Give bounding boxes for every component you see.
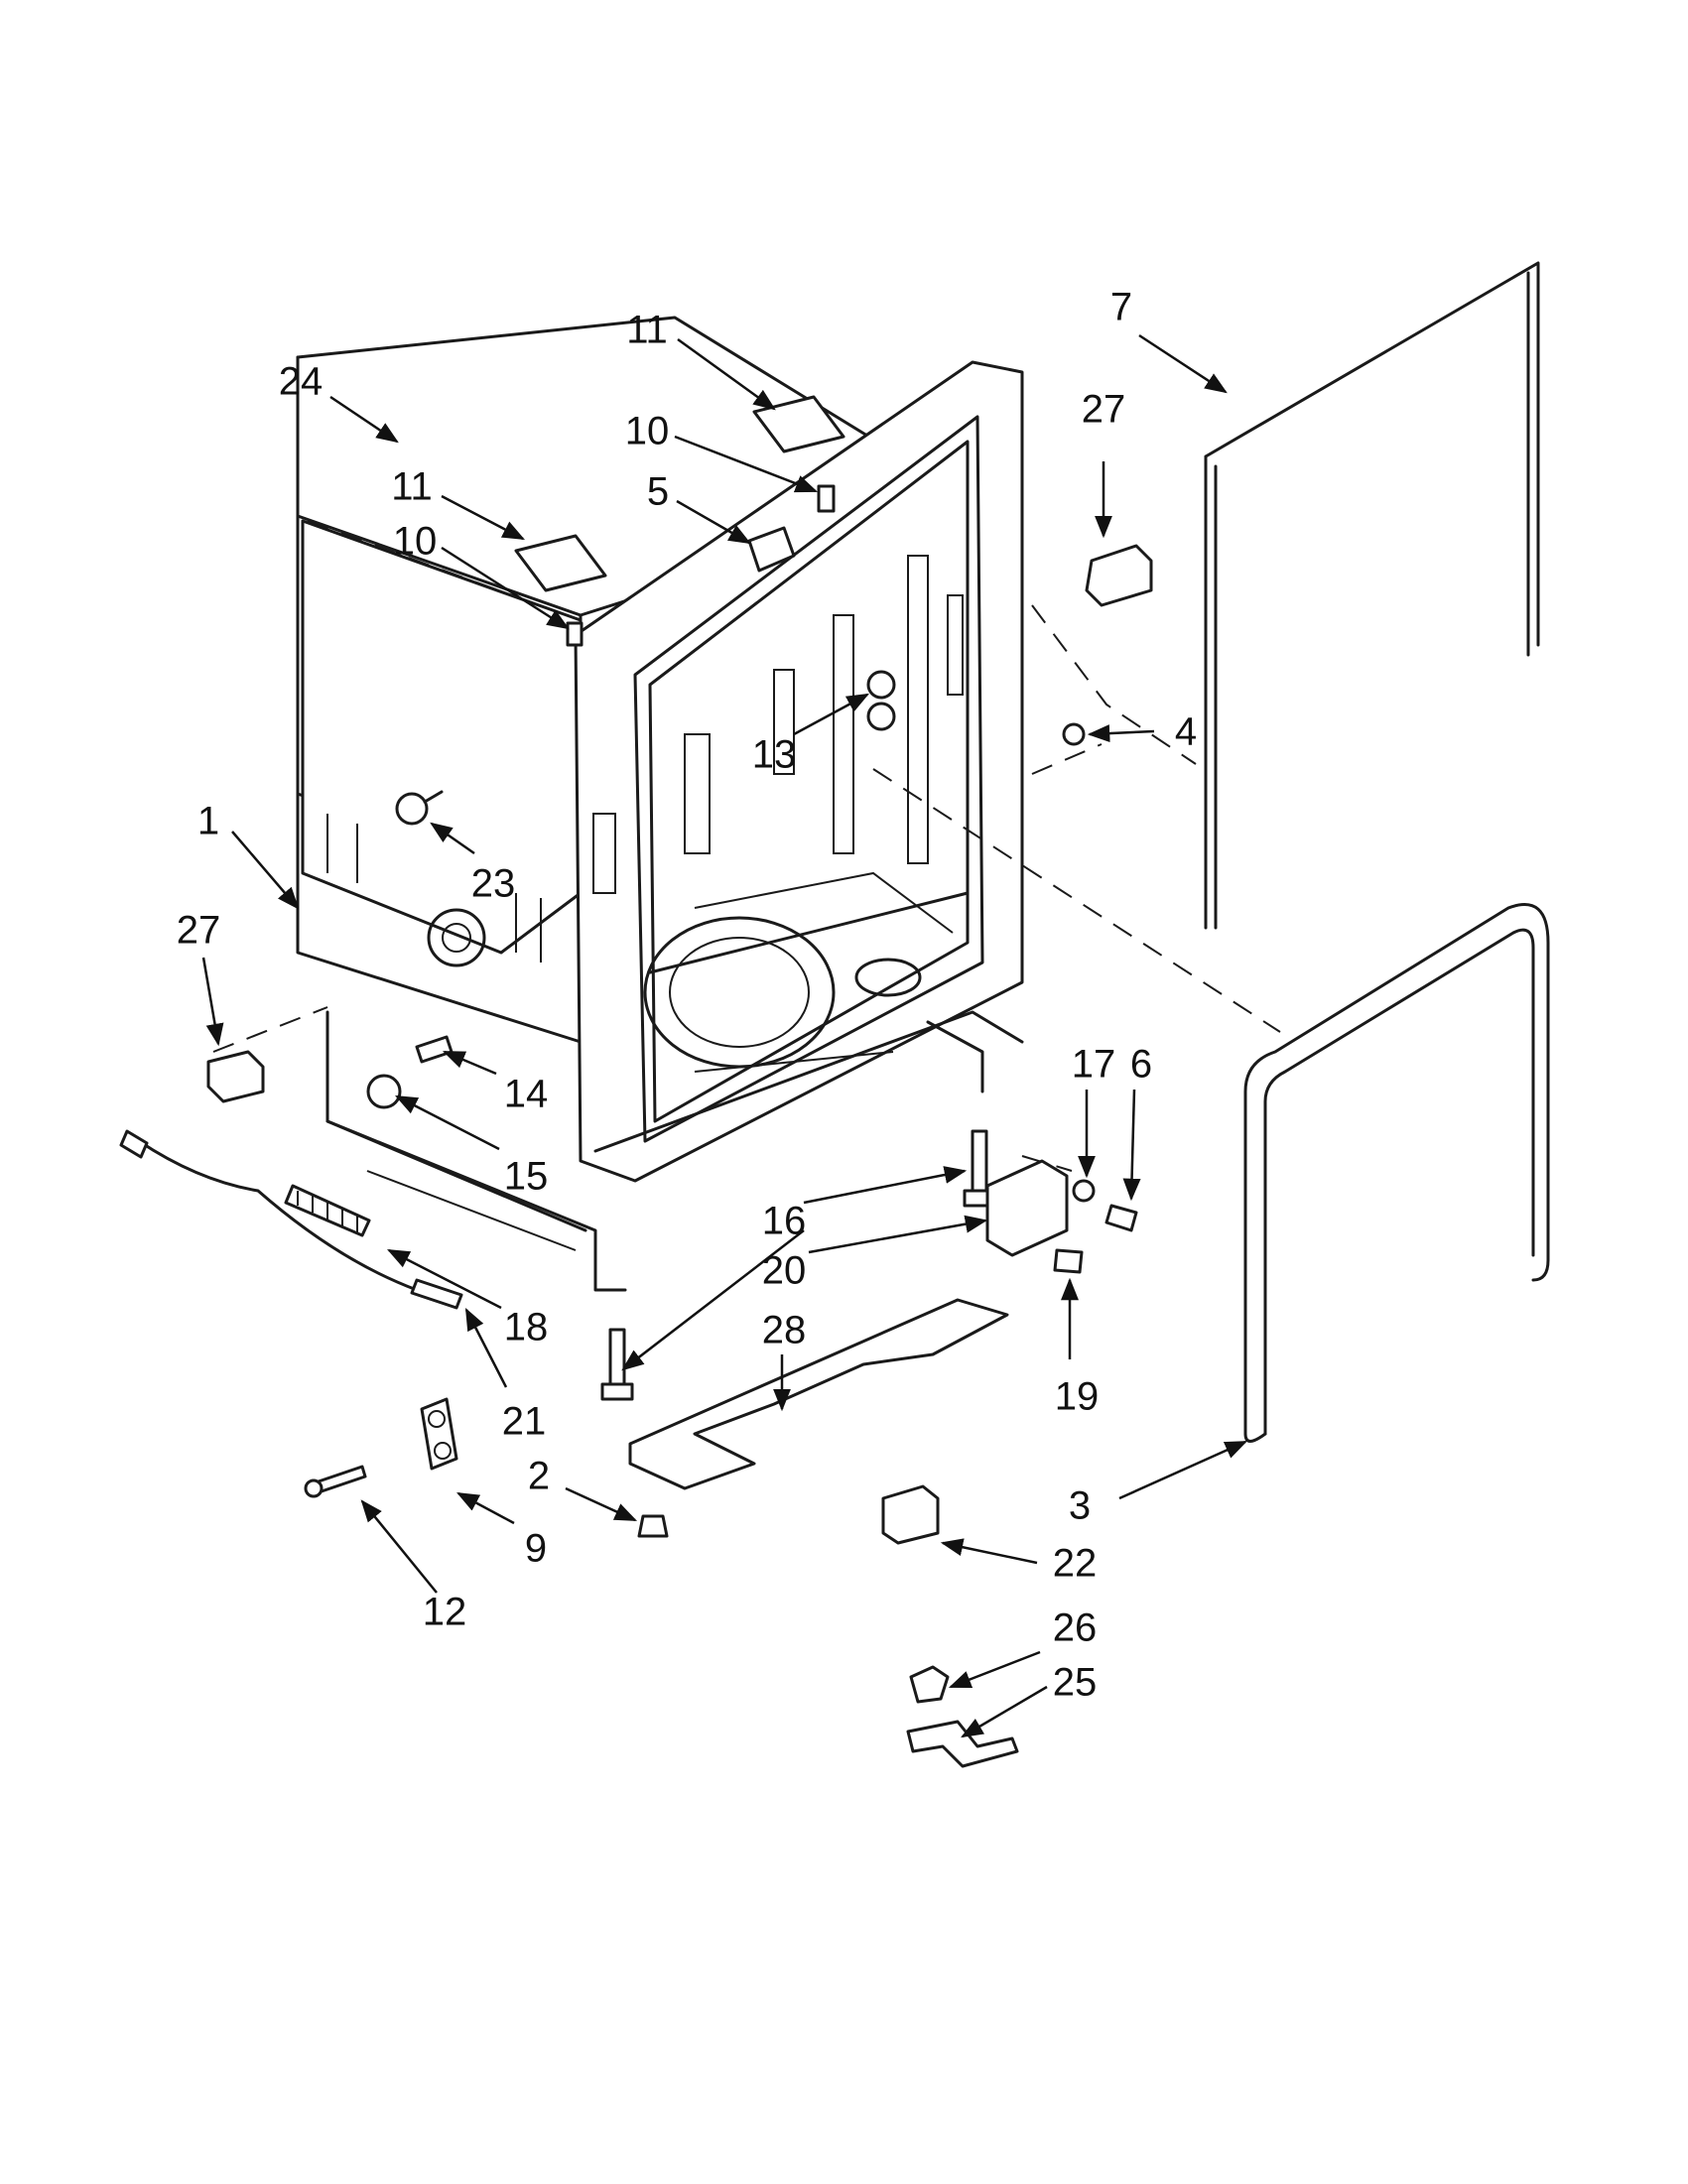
callout-20: 20 <box>762 1249 807 1293</box>
callout-1: 1 <box>197 800 219 843</box>
leader-lines <box>201 333 1248 1738</box>
part-13-spray-arm-mount <box>866 670 896 731</box>
callout-22: 22 <box>1053 1542 1098 1586</box>
callout-27-left: 27 <box>177 909 221 953</box>
callout-14: 14 <box>504 1073 549 1116</box>
callout-9: 9 <box>525 1527 547 1571</box>
callout-11-upper: 11 <box>626 309 668 352</box>
callout-15: 15 <box>504 1155 549 1199</box>
callout-18: 18 <box>504 1306 549 1349</box>
assembly-guide-lines <box>212 520 1281 1172</box>
callout-24: 24 <box>279 360 324 404</box>
callout-19: 19 <box>1055 1375 1100 1419</box>
callout-21: 21 <box>502 1400 547 1444</box>
callout-4: 4 <box>1175 710 1197 754</box>
part-4-plug <box>1062 722 1086 746</box>
callout-6: 6 <box>1130 1043 1152 1087</box>
part-20-bracket <box>985 1159 1069 1257</box>
callout-17: 17 <box>1072 1043 1116 1087</box>
callout-16: 16 <box>762 1200 807 1243</box>
callout-28: 28 <box>762 1309 807 1352</box>
callout-10-lower: 10 <box>393 520 438 564</box>
callout-25: 25 <box>1053 1661 1098 1705</box>
part-22-connector <box>881 1484 940 1545</box>
part-21-power-cord <box>119 1129 463 1310</box>
callout-7: 7 <box>1110 286 1132 329</box>
callout-26: 26 <box>1053 1606 1098 1650</box>
callout-23: 23 <box>471 862 516 906</box>
callout-3: 3 <box>1069 1484 1091 1528</box>
callout-labels: 24 11 10 11 10 5 7 27 4 13 1 23 27 14 15… <box>177 286 1197 1705</box>
callout-27-right: 27 <box>1082 388 1126 432</box>
part-14-15-bolt-and-washer <box>366 1035 454 1109</box>
callout-12: 12 <box>423 1591 467 1634</box>
callout-5: 5 <box>647 470 669 514</box>
part-9-drain-pump <box>420 1397 458 1471</box>
part-10-screw <box>566 484 836 647</box>
part-5-clip <box>747 526 796 573</box>
part-19-screw <box>1053 1248 1084 1274</box>
callout-11-lower: 11 <box>391 465 433 509</box>
callout-2: 2 <box>528 1455 550 1498</box>
callout-13: 13 <box>752 733 797 777</box>
part-17-nut-and-6-screw <box>1072 1179 1138 1232</box>
part-28-toe-panel <box>628 1298 1009 1490</box>
part-25-bracket <box>906 1720 1019 1768</box>
part-11-hinge-bracket <box>514 395 845 592</box>
tub-assembly <box>296 316 1024 1292</box>
part-7-door-gasket-top <box>1204 261 1540 930</box>
part-27-corner-block <box>206 544 1153 1103</box>
part-3-door-gasket-bottom <box>1243 903 1550 1443</box>
part-26-sensor <box>909 1665 950 1704</box>
part-18-drain-hose <box>284 1184 371 1237</box>
part-23-fastener <box>395 790 444 826</box>
callout-10-upper: 10 <box>625 410 670 453</box>
part-16-leveling-leg <box>600 1129 996 1401</box>
part-12-screw <box>304 1465 367 1498</box>
part-2-foot <box>637 1514 669 1538</box>
